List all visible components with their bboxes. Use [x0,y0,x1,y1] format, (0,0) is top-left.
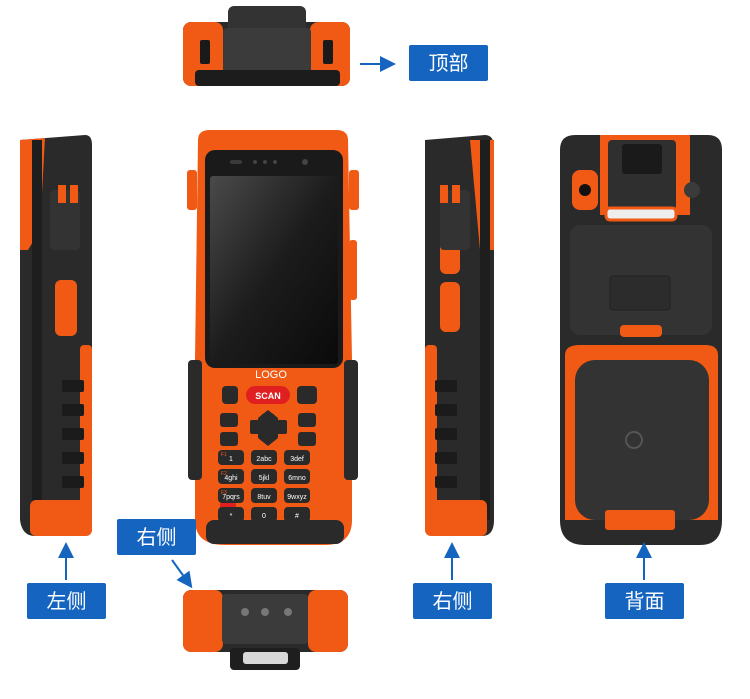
number-key-label: 1 [229,456,233,463]
logo-text: LOGO [255,369,287,381]
top-view [183,6,350,86]
function-key-label: F2 [221,471,227,477]
number-key-label: # [295,513,299,520]
number-key [284,488,310,503]
keypad [220,386,317,514]
number-key [251,507,277,522]
left-side-view [20,135,92,536]
number-key [251,488,277,503]
right-side-view [425,135,494,536]
number-key-label: 2abc [256,456,272,463]
number-key-label: 4ghi [224,475,238,482]
home-key [222,386,238,404]
number-key [251,469,277,484]
number-key-label: 0 [262,513,266,520]
number-key-label: 3def [290,456,304,463]
number-key [218,507,244,522]
function-key-label: F3 [221,490,227,496]
number-key-label: 8tuv [257,494,271,501]
scan-key [246,386,290,404]
label-back: 背面 [605,583,684,619]
scan-key-label: SCAN [255,391,281,401]
number-key-label: 5jkl [259,475,270,482]
back-view [560,135,722,545]
number-key [284,450,310,465]
bottom-arrow [171,559,193,589]
label-right-side: 右侧 [413,583,492,619]
back-key [297,386,317,404]
number-key-label: 7pqrs [222,494,240,501]
function-key-label: F1 [221,452,227,458]
number-key-label: 6mno [288,475,306,482]
number-key-label: * [230,513,233,520]
number-key [218,488,244,503]
number-key-label: 9wxyz [287,494,307,501]
number-key [284,469,310,484]
label-top: 顶部 [409,45,488,81]
number-key [251,450,277,465]
bottom-view [183,590,348,670]
number-key [284,507,310,522]
number-key [218,469,244,484]
label-left-side: 左侧 [27,583,106,619]
label-bottom-caption: 右侧 [117,519,196,555]
number-key [218,450,244,465]
